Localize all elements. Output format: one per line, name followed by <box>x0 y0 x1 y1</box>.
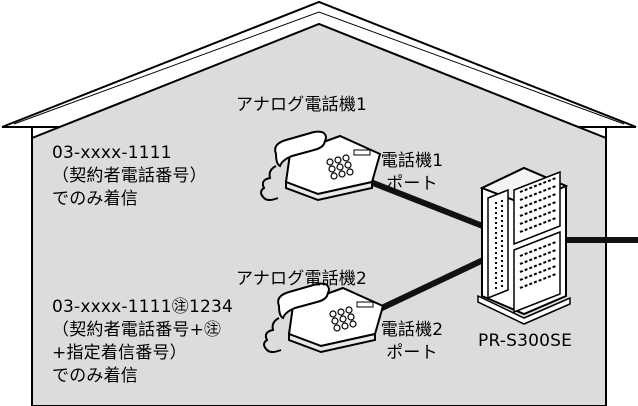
note1-line3: でのみ着信 <box>52 189 138 209</box>
note2-line1: 03-xxxx-1111㊟1234 <box>52 297 234 317</box>
phone2-title: アナログ電話機2 <box>236 269 368 289</box>
phone2-port-label-line1: 電話機2 <box>380 320 444 340</box>
note1-line1: 03-xxxx-1111 <box>52 143 172 163</box>
phone2-icon <box>263 282 385 354</box>
note2-line3: +指定着信番号） <box>52 343 187 363</box>
phone1-port-label-line2: ポート <box>386 174 438 194</box>
phone1-icon <box>260 130 382 202</box>
router-model-label: PR-S300SE <box>478 331 573 351</box>
phone2-port-label-line2: ポート <box>386 343 438 363</box>
note1-line2: （契約者電話番号） <box>52 166 207 186</box>
phone1-port-label-line1: 電話機1 <box>380 151 444 171</box>
note2-line2: （契約者電話番号+㊟ <box>52 320 222 340</box>
router-icon <box>477 166 571 325</box>
note2-line4: でのみ着信 <box>52 366 138 386</box>
phone1-title: アナログ電話機1 <box>236 95 368 115</box>
